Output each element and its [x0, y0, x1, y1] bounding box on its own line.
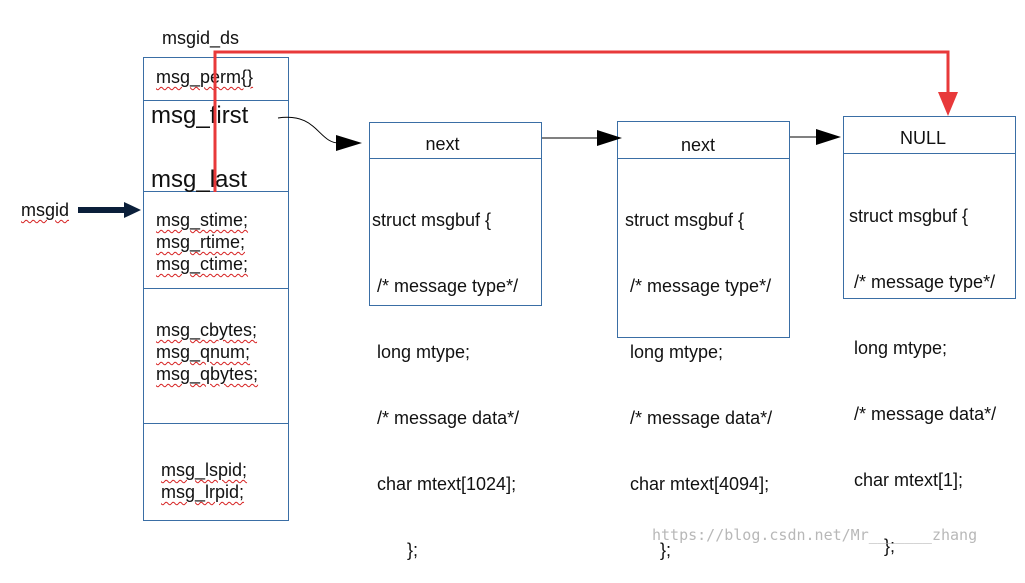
struct-title: msgid_ds — [162, 28, 240, 48]
code-line: /* message type*/ — [849, 272, 996, 292]
code-line: /* message type*/ — [372, 276, 519, 296]
field-msg-lrpid: msg_lrpid; — [161, 482, 245, 502]
code-line: }; — [372, 540, 419, 560]
divider — [143, 288, 289, 289]
next-pointer-1-head — [597, 130, 622, 146]
msgbuf-node-3 — [843, 116, 1016, 299]
code-line: struct msgbuf { — [849, 206, 969, 226]
msgid-label: msgid — [21, 200, 70, 220]
msgbuf-node-2 — [617, 121, 790, 338]
field-msg-first: msg_first — [151, 102, 249, 129]
msgbuf-node-1 — [369, 122, 542, 306]
node-1-body: struct msgbuf { /* message type*/ long m… — [372, 165, 519, 583]
code-line: struct msgbuf { — [372, 210, 492, 230]
code-line: /* message type*/ — [625, 276, 772, 296]
node-divider — [369, 158, 542, 159]
msgid-arrow-head — [124, 202, 141, 218]
field-msg-perm: msg_perm{} — [156, 67, 254, 87]
code-line: }; — [849, 536, 896, 556]
code-line: /* message data*/ — [372, 408, 520, 428]
code-line: char mtext[1024]; — [372, 474, 517, 494]
field-msg-last: msg_last — [151, 166, 248, 193]
code-line: /* message data*/ — [625, 408, 773, 428]
field-msg-stime: msg_stime; — [156, 210, 249, 230]
connector-layer — [78, 50, 958, 218]
code-line: }; — [625, 540, 672, 560]
code-line: struct msgbuf { — [625, 210, 745, 230]
msg-last-pointer-head — [938, 92, 958, 116]
field-msg-rtime: msg_rtime; — [156, 232, 246, 252]
field-msg-qbytes: msg_qbytes; — [156, 364, 259, 384]
next-pointer-2-head — [816, 129, 841, 145]
node-3-body: struct msgbuf { /* message type*/ long m… — [849, 161, 996, 579]
node-divider — [617, 158, 790, 159]
field-msg-lspid: msg_lspid; — [161, 460, 248, 480]
field-msg-ctime: msg_ctime; — [156, 254, 249, 274]
code-line: char mtext[4094]; — [625, 474, 770, 494]
node-2-header: next — [680, 135, 716, 155]
code-line: long mtype; — [625, 342, 724, 362]
msg-first-pointer — [277, 116, 341, 144]
field-msg-cbytes: msg_cbytes; — [156, 320, 258, 340]
node-3-header: NULL — [899, 128, 947, 148]
field-msg-qnum: msg_qnum; — [156, 342, 251, 362]
divider — [143, 423, 289, 424]
msg-first-pointer-head — [336, 135, 362, 151]
code-line: /* message data*/ — [849, 404, 997, 424]
msg-last-pointer — [213, 50, 950, 192]
watermark: https://blog.csdn.net/Mr_______zhang — [652, 526, 978, 544]
code-line: long mtype; — [372, 342, 471, 362]
code-line: char mtext[1]; — [849, 470, 964, 490]
node-divider — [843, 153, 1016, 154]
node-2-body: struct msgbuf { /* message type*/ long m… — [625, 165, 772, 583]
code-line: long mtype; — [849, 338, 948, 358]
node-1-header: next — [425, 134, 460, 154]
